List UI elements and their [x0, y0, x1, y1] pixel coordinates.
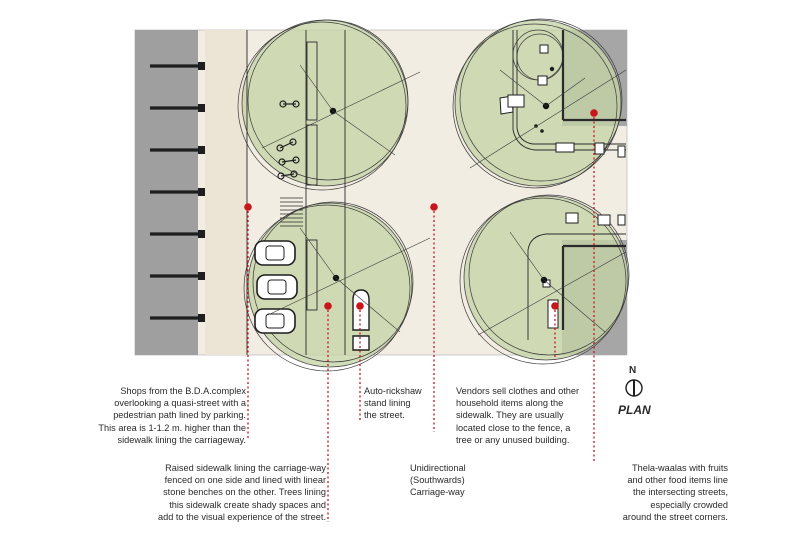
auto-rickshaws	[352, 289, 370, 351]
red-markers	[244, 109, 598, 310]
annotation-carriageway: Unidirectional (Southwards) Carriage-way	[410, 463, 466, 498]
leader-lines	[247, 117, 595, 522]
quasi-street	[205, 30, 247, 355]
road-linework	[246, 30, 626, 355]
two-wheelers	[276, 100, 300, 180]
steps	[280, 197, 303, 227]
vendor-items	[499, 44, 626, 329]
annotation-auto-rickshaw: Auto-rickshaw stand lining the street.	[364, 386, 422, 421]
marker-shops	[244, 203, 252, 211]
annotation-sidewalk: Raised sidewalk lining the carriage-way …	[157, 463, 326, 522]
annotation-thela-waalas: Thela-waalas with fruits and other food …	[622, 463, 728, 522]
marker-vendors	[551, 302, 559, 310]
compass-north-label: N	[629, 365, 637, 376]
marker-auto-rickshaw	[356, 302, 364, 310]
construction-lines	[261, 64, 627, 336]
plan-label: PLAN	[618, 403, 651, 417]
annotation-shops: Shops from the B.D.A.complex overlooking…	[98, 386, 246, 445]
marker-carriageway	[430, 203, 438, 211]
annotation-vendors: Vendors sell clothes and other household…	[456, 386, 580, 445]
marker-sidewalk	[324, 302, 332, 310]
shop-dividers	[150, 64, 200, 320]
north-arrow	[625, 379, 643, 397]
parked-cars	[254, 240, 298, 334]
marker-thela-waalas	[590, 109, 598, 117]
